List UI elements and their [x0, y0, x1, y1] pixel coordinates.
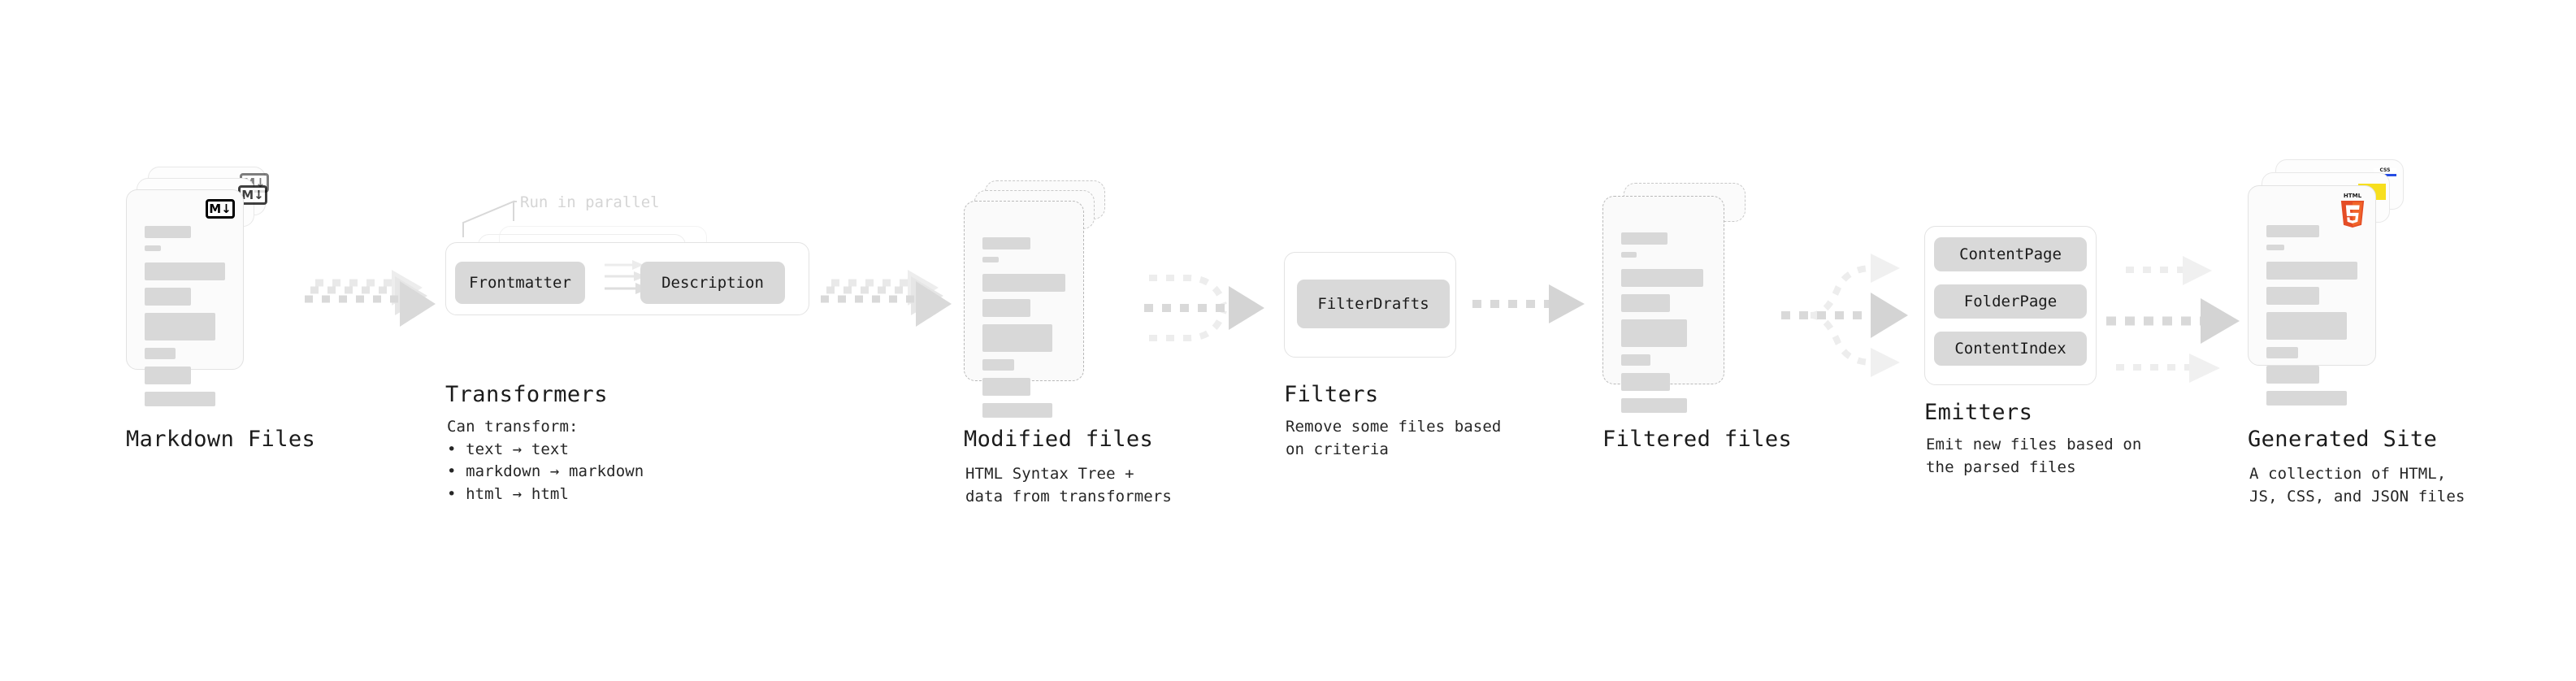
skeleton-line — [982, 237, 1031, 249]
skeleton-line — [2266, 225, 2319, 237]
skeleton-line — [145, 348, 176, 359]
skeleton-line — [1621, 354, 1651, 366]
skeleton-line — [2266, 262, 2357, 280]
skeleton-line — [982, 359, 1014, 371]
skeleton-line — [982, 378, 1031, 396]
skeleton-line — [2266, 366, 2319, 384]
filter-chip-filterdrafts[interactable]: FilterDrafts — [1297, 280, 1450, 328]
emitter-chip-label: FolderPage — [1963, 293, 2058, 310]
md-letter: M — [209, 201, 222, 216]
modified-card-front — [964, 201, 1084, 418]
stage-title-emitters: Emitters — [1924, 400, 2033, 425]
stage-title-filtered-files: Filtered files — [1602, 427, 1793, 452]
stage-subtitle-emitters: Emit new files based on the parsed files — [1926, 436, 2142, 476]
skeleton-line — [1621, 232, 1668, 245]
markdown-card-front — [126, 189, 244, 406]
stage-subtitle-generated-site: A collection of HTML, JS, CSS, and JSON … — [2249, 465, 2465, 505]
skeleton-line — [2266, 245, 2285, 250]
skeleton-line — [145, 313, 216, 340]
skeleton-line — [1621, 373, 1671, 391]
svg-text:HTML: HTML — [2344, 192, 2362, 199]
skeleton-line — [1621, 252, 1637, 258]
md-arrow-glyph: ↓ — [254, 187, 264, 202]
skeleton-line — [1621, 294, 1671, 312]
run-in-parallel-bracket — [462, 200, 517, 237]
stage-title-filters: Filters — [1284, 382, 1379, 407]
emitter-chip-label: ContentPage — [1959, 245, 2062, 263]
skeleton-line — [982, 403, 1052, 418]
filtered-skeleton-lines — [1621, 232, 1706, 420]
stage-subtitle-modified-files: HTML Syntax Tree + data from transformer… — [965, 465, 1172, 505]
skeleton-line — [145, 288, 192, 306]
filter-chip-label: FilterDrafts — [1317, 295, 1429, 313]
connector-filtered-to-emitters — [1781, 254, 1908, 377]
skeleton-line — [982, 274, 1065, 292]
stage-title-markdown-files: Markdown Files — [126, 427, 316, 452]
skeleton-line — [2266, 287, 2319, 305]
transformer-chip-description[interactable]: Description — [640, 262, 785, 304]
skeleton-line — [2266, 391, 2347, 406]
html5-icon: HTML — [2340, 192, 2365, 228]
modified-skeleton-lines — [982, 237, 1065, 425]
skeleton-line — [145, 367, 192, 384]
connector-emitters-to-site — [2106, 256, 2240, 383]
markdown-icon: M↓ — [206, 199, 235, 219]
md-arrow-glyph: ↓ — [221, 201, 232, 216]
skeleton-line — [1621, 398, 1688, 413]
stage-title-generated-site: Generated Site — [2248, 427, 2438, 452]
skeleton-line — [145, 392, 216, 406]
stage-subtitle-transformers: Can transform: • text → text • markdown … — [447, 418, 644, 503]
emitter-chip-folderpage[interactable]: FolderPage — [1934, 284, 2087, 319]
connector-markdown-to-transformers — [305, 270, 436, 327]
filtered-card-front — [1602, 196, 1724, 413]
skeleton-line — [1621, 319, 1688, 347]
skeleton-line — [982, 257, 1000, 262]
skeleton-line — [145, 262, 225, 280]
connector-modified-to-filters — [1144, 275, 1264, 341]
skeleton-line — [2266, 312, 2347, 340]
stage-subtitle-filters: Remove some files based on criteria — [1286, 418, 1502, 458]
markdown-icon-back-1: M↓ — [238, 185, 267, 205]
stage-title-transformers: Transformers — [445, 382, 608, 407]
skeleton-line — [982, 324, 1052, 352]
markdown-skeleton-lines — [145, 226, 225, 414]
skeleton-line — [2266, 347, 2299, 358]
stage-title-modified-files: Modified files — [964, 427, 1154, 452]
connector-transformers-to-modified — [821, 270, 952, 327]
skeleton-line — [982, 299, 1031, 317]
transformer-chip-frontmatter[interactable]: Frontmatter — [455, 262, 585, 304]
skeleton-line — [145, 226, 192, 238]
emitter-chip-contentpage[interactable]: ContentPage — [1934, 237, 2087, 271]
skeleton-line — [145, 245, 161, 251]
emitter-chip-label: ContentIndex — [1954, 340, 2066, 358]
emitter-chip-contentindex[interactable]: ContentIndex — [1934, 332, 2087, 366]
run-in-parallel-label: Run in parallel — [520, 193, 660, 211]
md-letter: M — [241, 187, 254, 202]
site-skeleton-lines — [2266, 225, 2357, 413]
transformer-chip-label: Description — [661, 274, 764, 292]
css-icon-label: CSS — [2379, 167, 2391, 173]
skeleton-line — [1621, 269, 1703, 287]
connector-filters-to-filtered — [1472, 284, 1585, 323]
transformer-chip-label: Frontmatter — [469, 274, 571, 292]
